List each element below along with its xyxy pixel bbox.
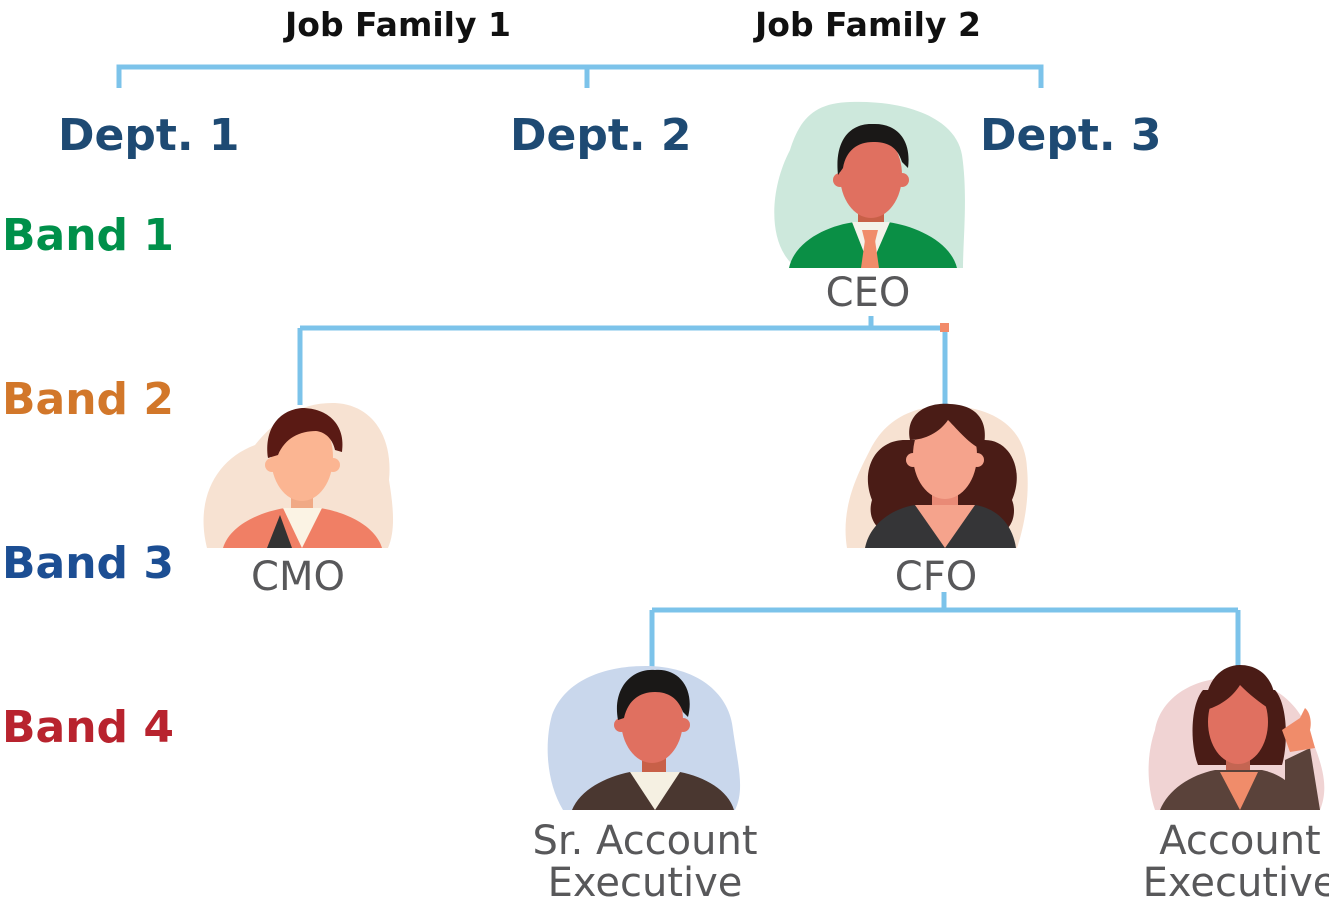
band-2-label: Band 2 xyxy=(2,374,174,425)
account-executive-line1: Account xyxy=(1159,818,1321,864)
dept-3-label: Dept. 3 xyxy=(980,110,1162,161)
cfo-label: CFO xyxy=(894,554,978,600)
account-executive-line2: Executive xyxy=(1142,860,1329,907)
sr-account-executive-label: Sr. Account Executive xyxy=(525,820,765,905)
cmo-avatar xyxy=(203,402,394,548)
ceo-label: CEO xyxy=(825,270,911,316)
sr-account-executive-line2: Executive xyxy=(547,860,743,907)
account-executive-avatar xyxy=(1148,665,1325,810)
cmo-label: CMO xyxy=(251,554,345,600)
ceo-avatar xyxy=(774,101,965,268)
band-1-label: Band 1 xyxy=(2,210,174,261)
sr-account-executive-line1: Sr. Account xyxy=(532,818,758,864)
account-executive-label: Account Executive xyxy=(1140,820,1329,905)
band-4-label: Band 4 xyxy=(2,702,174,753)
sr-account-executive-avatar xyxy=(547,665,741,810)
cfo-avatar xyxy=(845,403,1028,548)
junction-marker xyxy=(940,323,949,332)
job-family-2-label: Job Family 2 xyxy=(755,5,981,44)
band-3-label: Band 3 xyxy=(2,538,174,589)
job-family-1-label: Job Family 1 xyxy=(285,5,511,44)
dept-1-label: Dept. 1 xyxy=(58,110,240,161)
dept-2-label: Dept. 2 xyxy=(510,110,692,161)
family-bracket-line xyxy=(116,64,1044,88)
